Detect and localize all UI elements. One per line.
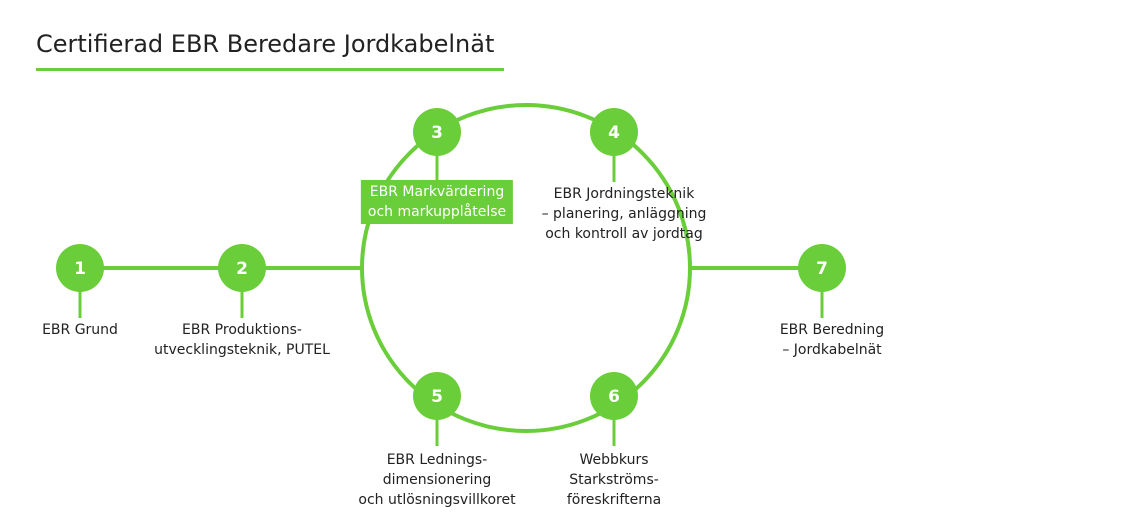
step-label-7-line-1: EBR Beredning [779,322,885,338]
step-number-2: 2 [236,259,248,279]
step-label-1: EBR Grund [42,320,118,340]
step-node-1: 1 [56,244,104,292]
title-underline [36,68,504,71]
step-node-7: 7 [798,244,846,292]
step-number-1: 1 [74,259,86,279]
step-number-4: 4 [608,123,620,143]
step-label-6-line-3: föreskrifterna [566,492,662,508]
step-node-3: 3 [413,108,461,156]
step-label-7: EBR Beredning – Jordkabelnät [780,320,884,360]
step-label-6-line-2: Starkströms- [569,472,659,488]
step-label-6: Webbkurs Starkströms- föreskrifterna [567,450,661,510]
step-label-2: EBR Produktions- utvecklingsteknik, PUTE… [154,320,330,360]
step-label-5-line-1: EBR Lednings- [386,452,488,468]
step-label-4-line-2: – planering, anläggning [541,206,707,222]
step-label-5: EBR Lednings- dimensionering och utlösni… [358,450,515,510]
step-label-4: EBR Jordningsteknik – planering, anläggn… [542,184,707,244]
step-label-3-line-2: och markupplåtelse [367,204,507,220]
step-node-5: 5 [413,372,461,420]
step-node-4: 4 [590,108,638,156]
step-label-5-line-2: dimensionering [382,472,492,488]
step-label-1-line-1: EBR Grund [42,322,118,338]
process-ring [360,103,692,433]
step-label-4-line-1: EBR Jordningsteknik [553,186,695,202]
step-label-6-line-1: Webbkurs [579,452,649,468]
step-number-6: 6 [608,387,620,407]
step-node-6: 6 [590,372,638,420]
step-number-7: 7 [816,259,828,279]
step-label-4-line-3: och kontroll av jordtag [545,226,703,242]
step-label-7-line-2: – Jordkabelnät [782,342,882,358]
step-label-5-line-3: och utlösningsvillkoret [358,492,516,508]
step-number-3: 3 [431,123,443,143]
step-label-3: EBR Markvärdering och markupplåtelse [360,180,514,224]
step-label-2-line-1: EBR Produktions- [182,322,302,338]
step-label-2-line-2: utvecklingsteknik, PUTEL [154,342,330,358]
step-label-3-line-1: EBR Markvärdering [369,184,505,200]
page-title: Certifierad EBR Beredare Jordkabelnät [36,30,495,58]
step-number-5: 5 [431,387,443,407]
step-node-2: 2 [218,244,266,292]
